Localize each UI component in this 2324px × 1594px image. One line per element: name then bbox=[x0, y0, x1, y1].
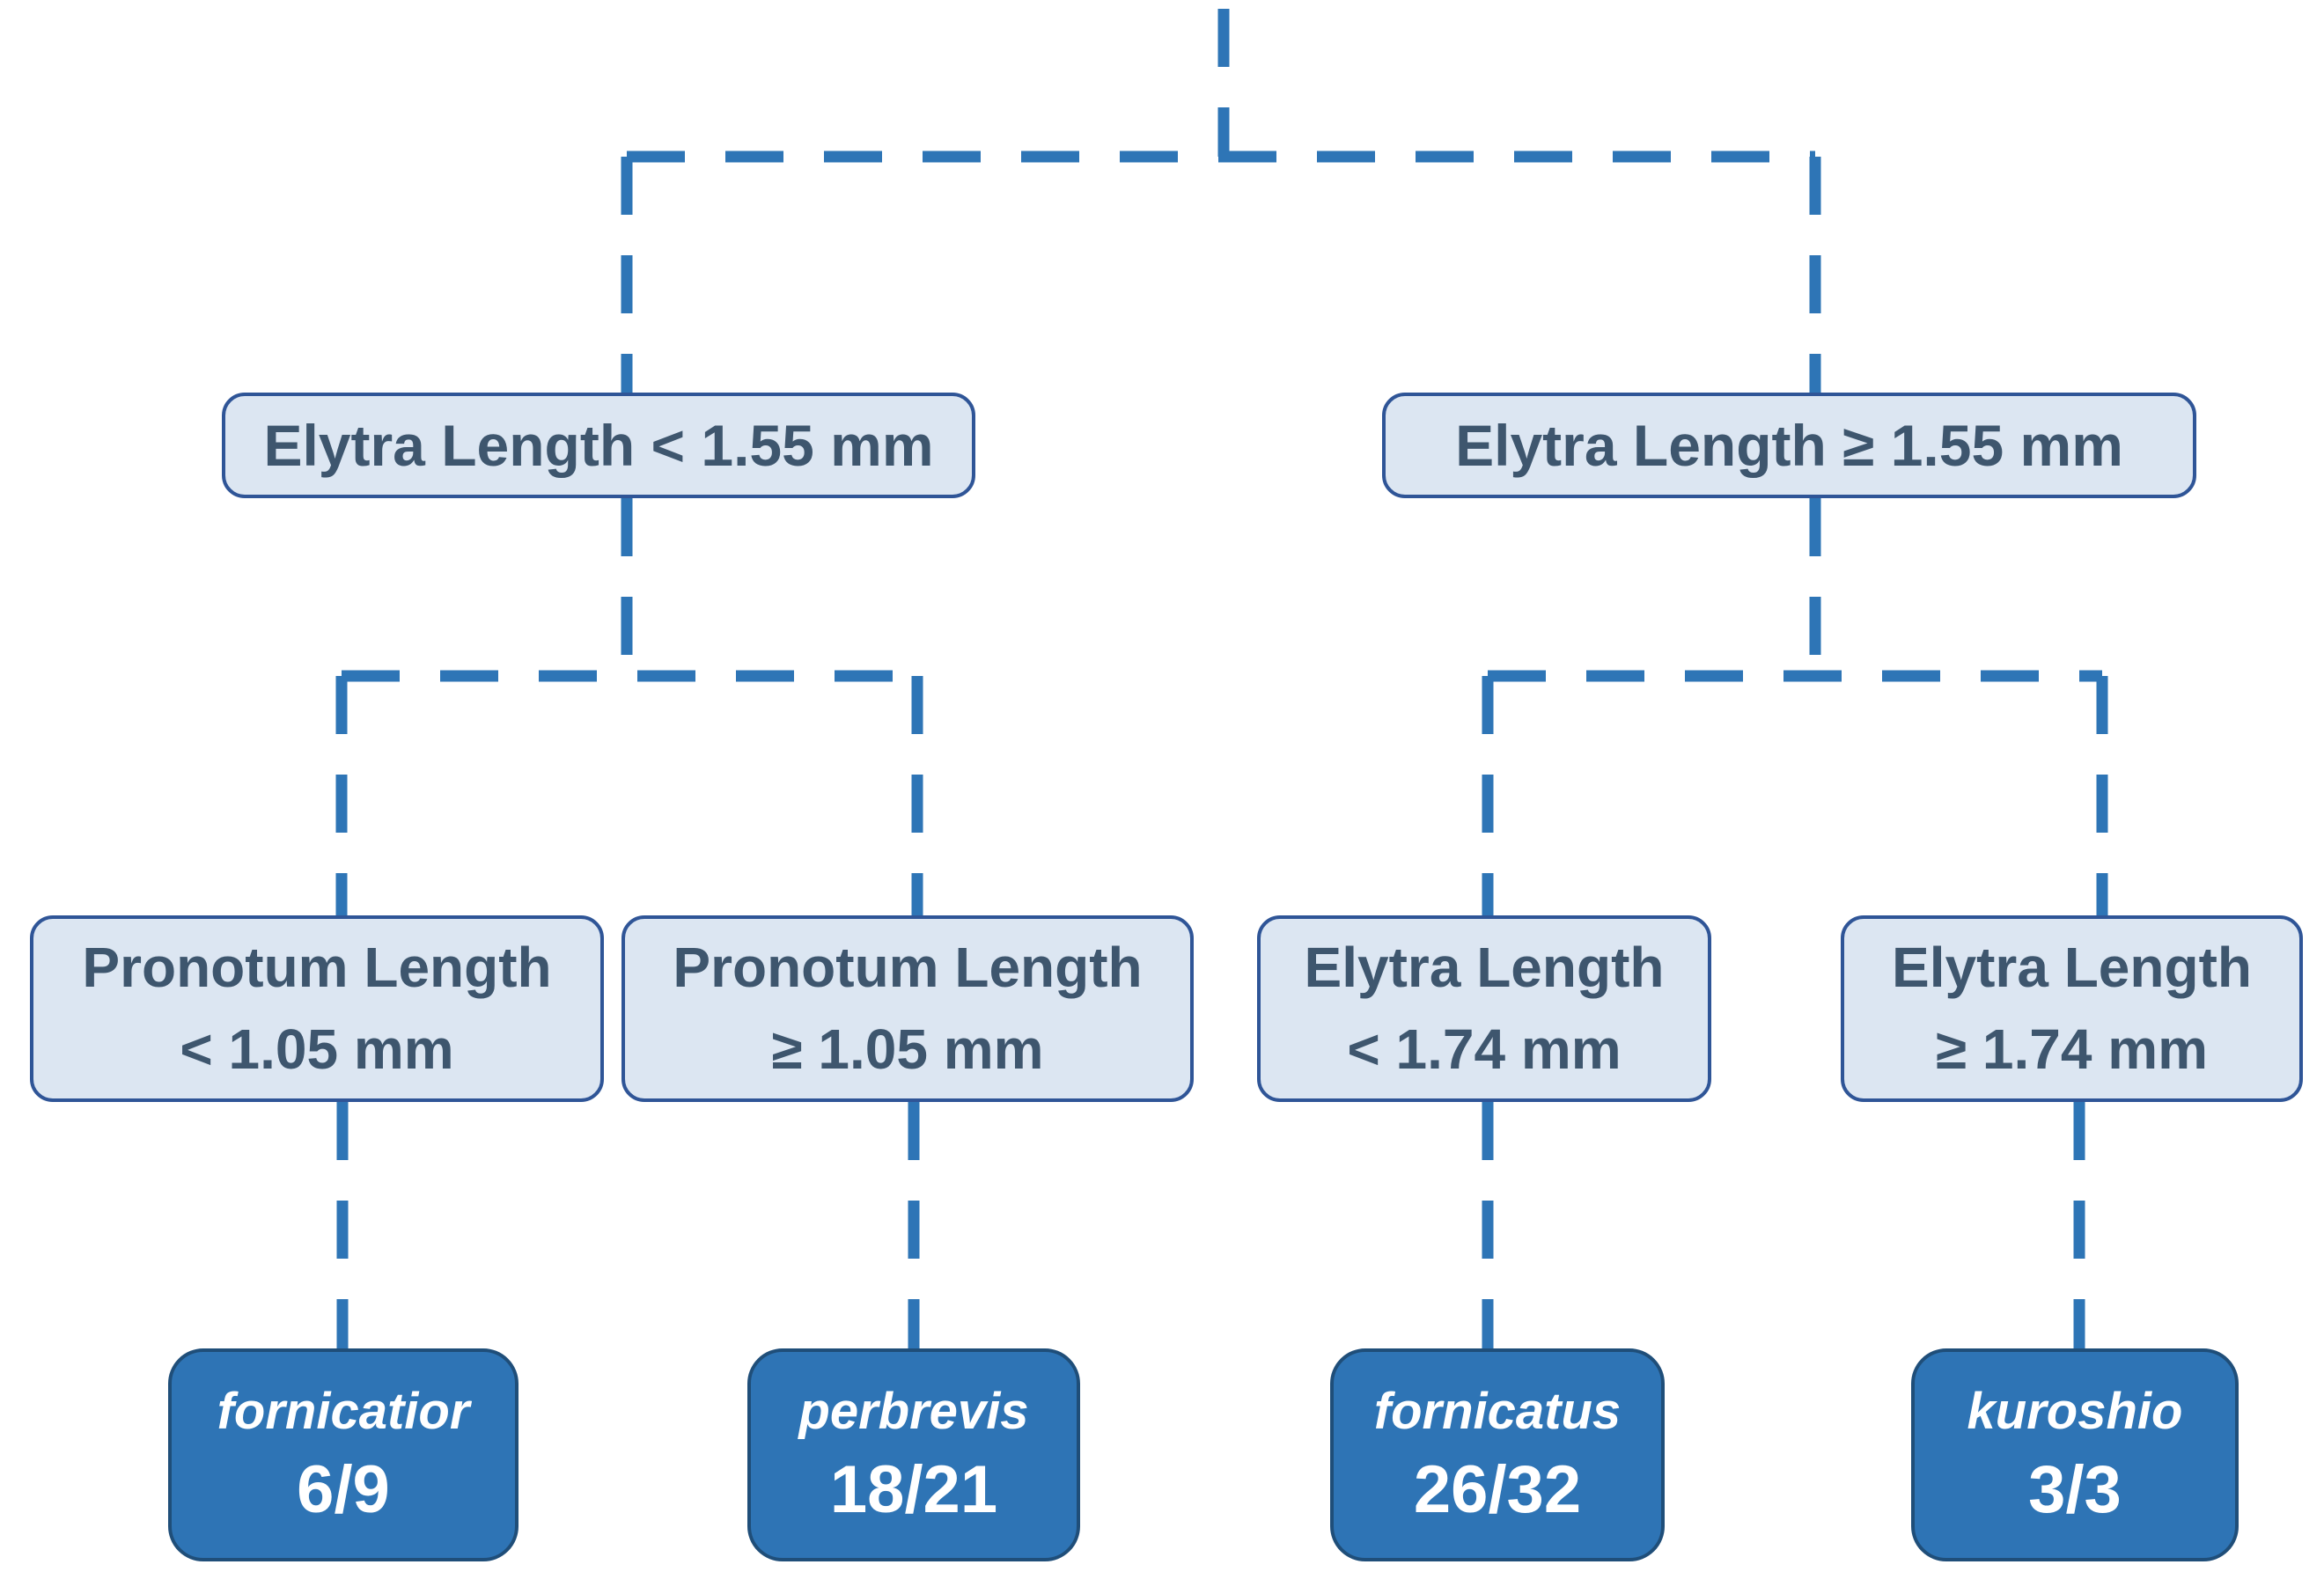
leaf-perbrevis: perbrevis 18/21 bbox=[747, 1348, 1080, 1561]
leaf-ratio: 18/21 bbox=[829, 1451, 998, 1527]
leaf-fornicatior: fornicatior 6/9 bbox=[168, 1348, 518, 1561]
node-label-line1: Pronotum Length bbox=[82, 936, 552, 1000]
leaf-species-name: perbrevis bbox=[798, 1383, 1029, 1441]
leaf-species-name: kuroshio bbox=[1967, 1383, 2183, 1441]
node-label: Elytra Length ≥ 1.55 mm bbox=[1455, 412, 2123, 478]
node-label-line1: Elytra Length bbox=[1892, 936, 2252, 1000]
leaf-species-name: fornicatior bbox=[217, 1383, 470, 1441]
node-label-line1: Elytra Length bbox=[1304, 936, 1665, 1000]
leaf-species-name: fornicatus bbox=[1373, 1383, 1622, 1441]
node-label-line2: ≥ 1.74 mm bbox=[1935, 1017, 2209, 1081]
leaf-fornicatus: fornicatus 26/32 bbox=[1330, 1348, 1665, 1561]
node-pronotum-lt-1-05: Pronotum Length < 1.05 mm bbox=[30, 915, 604, 1102]
node-label-line2: ≥ 1.05 mm bbox=[771, 1017, 1044, 1081]
leaf-ratio: 6/9 bbox=[297, 1451, 390, 1527]
node-elytra-ge-1-55: Elytra Length ≥ 1.55 mm bbox=[1382, 393, 2196, 498]
node-label-line2: < 1.05 mm bbox=[180, 1017, 454, 1081]
node-elytra-lt-1-74: Elytra Length < 1.74 mm bbox=[1257, 915, 1711, 1102]
node-elytra-ge-1-74: Elytra Length ≥ 1.74 mm bbox=[1841, 915, 2303, 1102]
leaf-ratio: 26/32 bbox=[1413, 1451, 1582, 1527]
node-pronotum-ge-1-05: Pronotum Length ≥ 1.05 mm bbox=[621, 915, 1194, 1102]
node-elytra-lt-1-55: Elytra Length < 1.55 mm bbox=[222, 393, 975, 498]
node-label: Elytra Length < 1.55 mm bbox=[263, 412, 934, 478]
node-label-line1: Pronotum Length bbox=[673, 936, 1143, 1000]
node-label-line2: < 1.74 mm bbox=[1347, 1017, 1622, 1081]
leaf-kuroshio: kuroshio 3/3 bbox=[1911, 1348, 2239, 1561]
leaf-ratio: 3/3 bbox=[2028, 1451, 2122, 1527]
